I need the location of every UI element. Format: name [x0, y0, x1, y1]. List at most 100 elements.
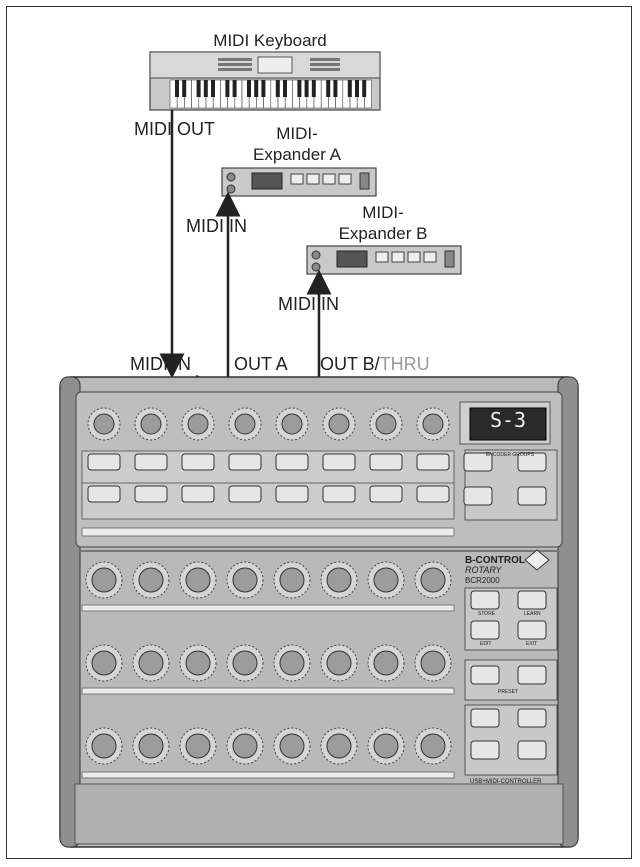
learn-label: LEARN [524, 611, 541, 617]
encoder-knob-cap [232, 650, 258, 676]
push-button [181, 453, 215, 471]
push-button [322, 485, 356, 503]
encoder-knob-cap [185, 567, 211, 593]
encoder-knob-cap [138, 733, 164, 759]
control-button [470, 620, 500, 640]
black-key [275, 80, 280, 97]
encoder-knob-cap [375, 413, 397, 435]
brand-line1: B-CONTROL [465, 555, 525, 566]
encoder-knob-cap [234, 413, 256, 435]
push-button [322, 453, 356, 471]
expander-b-title-line1: MIDI- [362, 203, 404, 222]
black-key [304, 80, 309, 97]
push-button [181, 485, 215, 503]
encoder-groups-label: ENCODER GROUPS [485, 452, 535, 458]
control-button [470, 740, 500, 760]
encoder-knob-cap [138, 650, 164, 676]
control-button [517, 452, 547, 472]
black-key [211, 80, 215, 97]
black-key [311, 80, 316, 97]
midi-cables [159, 110, 332, 386]
control-button [517, 620, 547, 640]
encoder-knob-cap [187, 413, 209, 435]
encoder-knob-cap [91, 733, 117, 759]
encoder-knob-cap [373, 650, 399, 676]
controller-display: S-3 [489, 408, 527, 432]
encoder-knob-cap [420, 567, 446, 593]
push-button [275, 453, 309, 471]
black-key [297, 80, 302, 97]
encoder-knob-cap [326, 733, 352, 759]
push-button [134, 485, 168, 503]
encoder-knob-cap [279, 733, 305, 759]
preset-label: PRESET [498, 689, 519, 695]
bcr2000-controller [59, 376, 579, 848]
black-key [347, 80, 352, 97]
brand-line2: ROTARY [465, 565, 502, 575]
expander-a-title-line1: MIDI- [276, 124, 318, 143]
black-key [175, 80, 179, 97]
black-key [182, 80, 187, 97]
encoder-knob-cap [326, 567, 352, 593]
control-button [470, 590, 500, 610]
black-key [355, 80, 359, 97]
black-key [326, 80, 331, 97]
thru-text: THRU [379, 354, 430, 374]
black-key [232, 80, 237, 97]
model-label: BCR2000 [465, 576, 500, 585]
store-label: STORE [478, 611, 496, 617]
encoder-knob-cap [232, 567, 258, 593]
exit-label: EXIT [526, 641, 538, 647]
diagram-frame [6, 6, 632, 859]
push-button [134, 453, 168, 471]
encoder-knob-cap [326, 650, 352, 676]
encoder-knob-cap [232, 733, 258, 759]
encoder-knob-cap [91, 567, 117, 593]
push-button [228, 485, 262, 503]
encoder-knob-cap [185, 650, 211, 676]
encoder-knob-cap [140, 413, 162, 435]
encoder-knob-cap [373, 733, 399, 759]
black-key [203, 80, 208, 97]
expander-b-title-line2: Expander B [338, 224, 428, 243]
control-button [517, 486, 547, 506]
black-key [333, 80, 338, 97]
expander-a-midi-in-label: MIDI IN [186, 216, 247, 236]
control-button [517, 740, 547, 760]
expander-a [221, 167, 377, 197]
midi-out-label: MIDI OUT [134, 119, 215, 139]
black-key [254, 80, 259, 97]
control-button [517, 590, 547, 610]
push-button [416, 485, 450, 503]
control-button [470, 708, 500, 728]
push-button [369, 453, 403, 471]
push-button [275, 485, 309, 503]
control-button [463, 486, 493, 506]
black-key [283, 80, 287, 97]
encoder-knob-cap [93, 413, 115, 435]
encoder-knob-cap [373, 567, 399, 593]
push-button [228, 453, 262, 471]
push-button [87, 453, 121, 471]
edit-label: EDIT [480, 641, 492, 647]
push-button [369, 485, 403, 503]
encoder-knob-cap [279, 650, 305, 676]
encoder-knob-cap [420, 733, 446, 759]
expander-b [306, 245, 462, 275]
encoder-knob-cap [281, 413, 303, 435]
black-key [261, 80, 266, 97]
encoder-knob-cap [420, 650, 446, 676]
black-key [225, 80, 230, 97]
footer-label: USB+MIDI-CONTROLLER [470, 779, 542, 785]
encoder-knob-cap [138, 567, 164, 593]
black-key [196, 80, 201, 97]
control-button [470, 665, 500, 685]
black-key [247, 80, 251, 97]
encoder-knob-cap [91, 650, 117, 676]
push-button [87, 485, 121, 503]
black-key [362, 80, 367, 97]
push-button [416, 453, 450, 471]
encoder-knob-cap [328, 413, 350, 435]
control-button [463, 452, 493, 472]
